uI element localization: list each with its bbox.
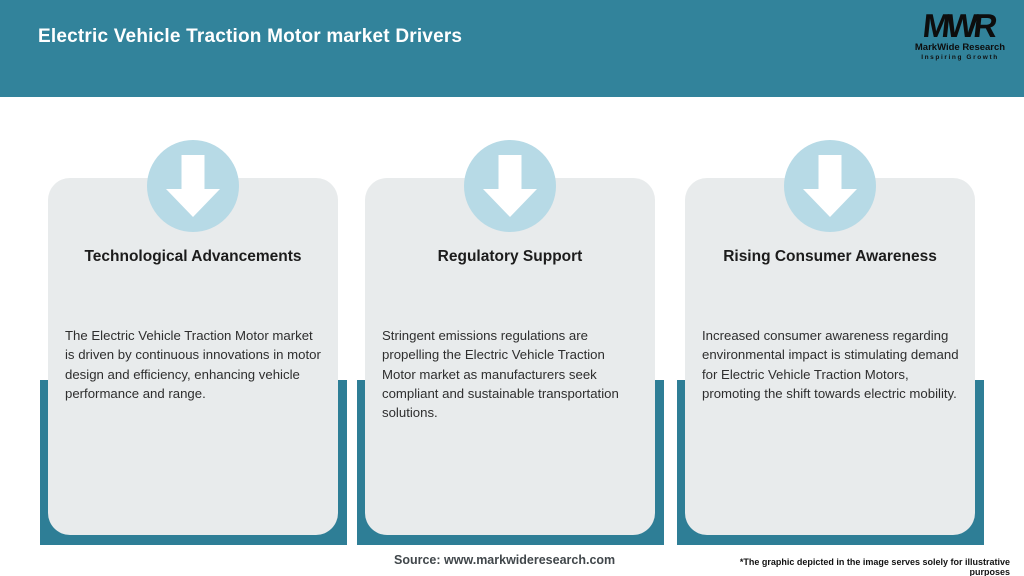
logo-tagline: Inspiring Growth <box>921 54 999 61</box>
card-body: Increased consumer awareness regarding e… <box>702 328 959 401</box>
driver-card-rising-consumer-awareness: Rising Consumer Awareness Increased cons… <box>685 178 975 535</box>
down-arrow-icon <box>147 140 239 232</box>
driver-card-technological-advancements: Technological Advancements The Electric … <box>48 178 338 535</box>
card-body: The Electric Vehicle Traction Motor mark… <box>65 328 321 401</box>
down-arrow-icon <box>464 140 556 232</box>
logo-company-name: MarkWide Research <box>914 42 1006 53</box>
disclaimer-text: *The graphic depicted in the image serve… <box>739 557 1010 576</box>
down-arrow-glyph <box>166 155 220 217</box>
logo-monogram-text: MWR <box>921 8 999 44</box>
page-title: Electric Vehicle Traction Motor market D… <box>38 26 463 47</box>
driver-card-regulatory-support: Regulatory Support Stringent emissions r… <box>365 178 655 535</box>
card-title: Regulatory Support <box>437 248 583 265</box>
source-text: Source: www.markwideresearch.com <box>394 553 616 567</box>
card-title: Technological Advancements <box>84 248 302 265</box>
down-arrow-glyph <box>803 155 857 217</box>
mwr-monogram-icon: MWR <box>921 8 999 44</box>
card-body: Stringent emissions regulations are prop… <box>382 328 619 421</box>
down-arrow-icon <box>784 140 876 232</box>
card-title: Rising Consumer Awareness <box>723 248 937 265</box>
markwide-research-logo: MWR MarkWide Research Inspiring Growth <box>908 8 1012 61</box>
header-band: Electric Vehicle Traction Motor market D… <box>0 0 1024 97</box>
down-arrow-glyph <box>483 155 537 217</box>
